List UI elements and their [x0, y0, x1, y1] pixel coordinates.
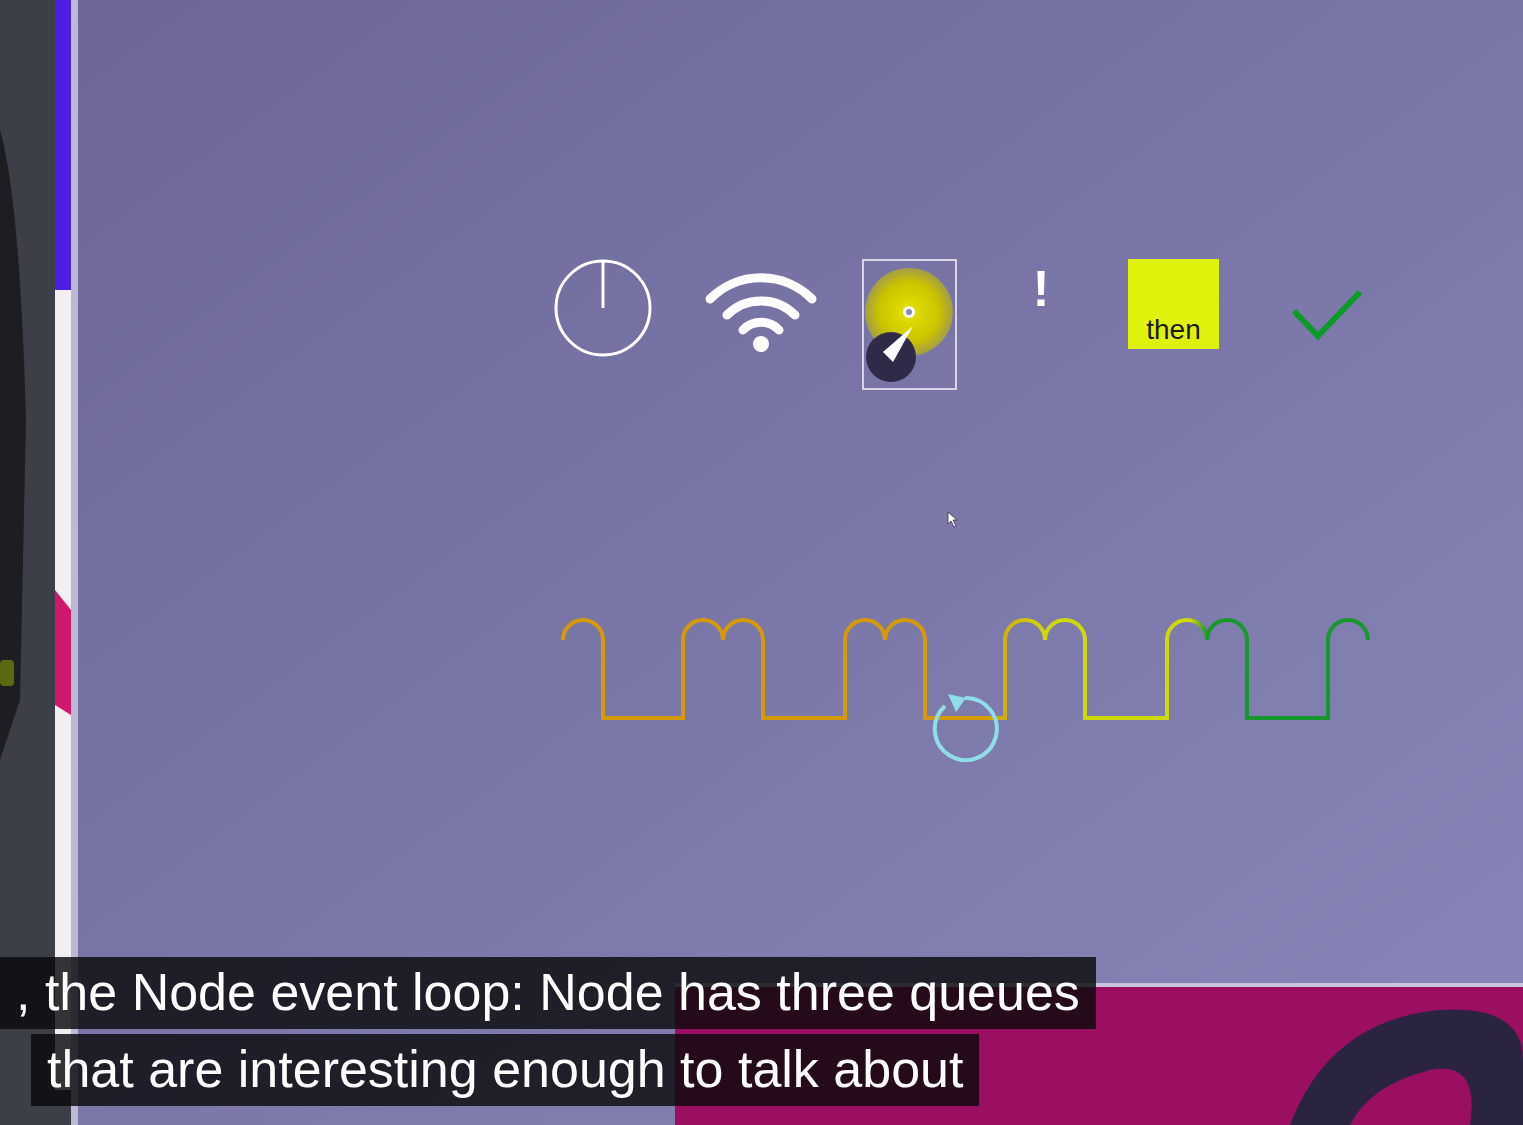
presenter-figure: [0, 130, 26, 760]
microtask-icon: !: [1033, 262, 1050, 317]
check-mark: [1294, 292, 1360, 336]
loop-arrow: [935, 698, 997, 760]
loop-arrow-head: [948, 694, 966, 712]
accent-bar: [55, 590, 71, 715]
network-icon: [710, 278, 812, 330]
timer-icon: [556, 261, 650, 355]
timer-hand: [602, 262, 605, 308]
stage-swirl: [1290, 1010, 1523, 1125]
accent-bar: [55, 0, 71, 290]
subtitle-line: , the Node event loop: Node has three qu…: [0, 957, 1096, 1029]
network-icon: [753, 336, 769, 352]
disk-icon: [863, 260, 956, 389]
promise-then-box: then: [1128, 259, 1219, 349]
mouse-cursor: [948, 512, 957, 527]
disk-spindle: [906, 309, 912, 315]
node-text: then: [1146, 313, 1201, 347]
disk-head-arm: [883, 326, 913, 362]
subtitle-line: that are interesting enough to talk abou…: [31, 1034, 979, 1106]
watch: [0, 660, 14, 686]
event-loop-wave: [563, 620, 1368, 718]
disk-spindle: [903, 306, 915, 318]
